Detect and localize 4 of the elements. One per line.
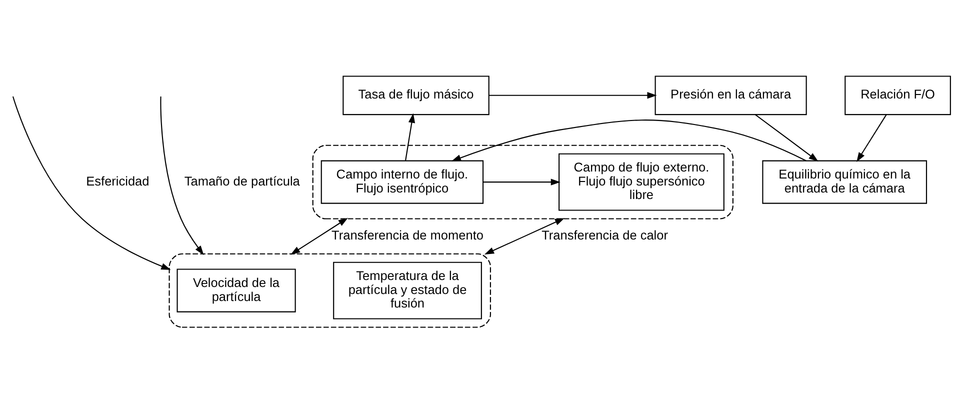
edge-label: Tamaño de partícula <box>184 172 300 188</box>
edge-label: Transferencia de momento <box>332 227 484 242</box>
edge-label: Transferencia de calor <box>542 227 668 242</box>
edge-label: Esfericidad <box>86 172 150 188</box>
